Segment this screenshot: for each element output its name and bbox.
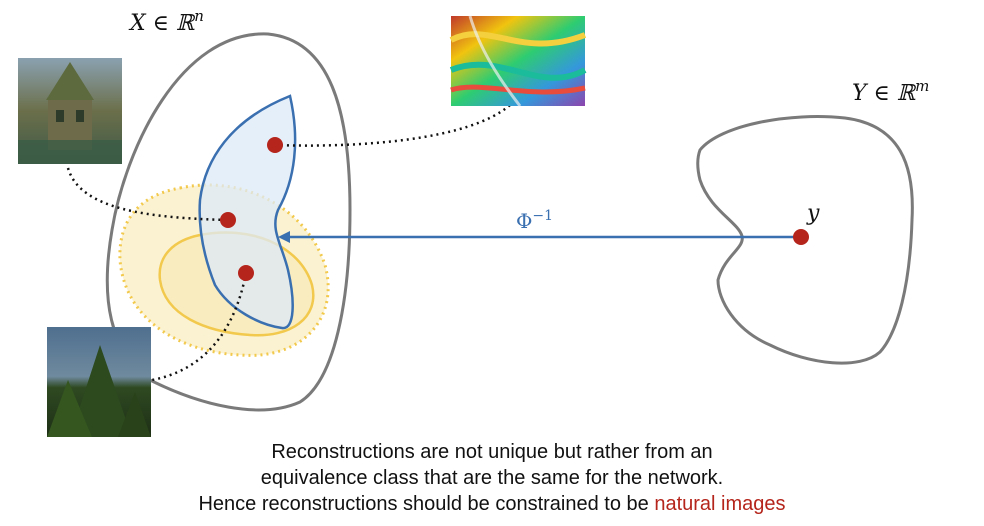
point-temple	[220, 212, 236, 228]
point-y	[793, 229, 809, 245]
mapping-label: Φ−1	[516, 208, 553, 233]
natural-images-highlight: natural images	[654, 493, 786, 515]
caption-line-3: Hence reconstructions should be constrai…	[0, 490, 984, 518]
connector-temple-image	[66, 167, 229, 222]
connector-tree-image	[151, 272, 248, 382]
caption-line-2: equivalence class that are the same for …	[260, 467, 724, 489]
connector-abstract-image	[274, 104, 511, 147]
caption-line-3-prefix: Hence reconstructions should be constrai…	[198, 493, 655, 515]
space-y-label: Y ∈ ℝm	[852, 77, 929, 106]
space-y-outline	[696, 115, 914, 365]
temple-image	[18, 58, 122, 164]
space-x-outline	[105, 32, 352, 412]
caption-line-1: Reconstructions are not unique but rathe…	[271, 441, 713, 463]
point-natural	[238, 265, 254, 281]
abstract-image	[449, 15, 587, 107]
point-abstract	[267, 137, 283, 153]
point-y-label: y	[806, 201, 820, 226]
preimage-region	[198, 94, 297, 330]
tree-image	[47, 327, 151, 437]
arrow-head	[278, 231, 290, 243]
space-x-label: X ∈ ℝn	[128, 7, 204, 36]
